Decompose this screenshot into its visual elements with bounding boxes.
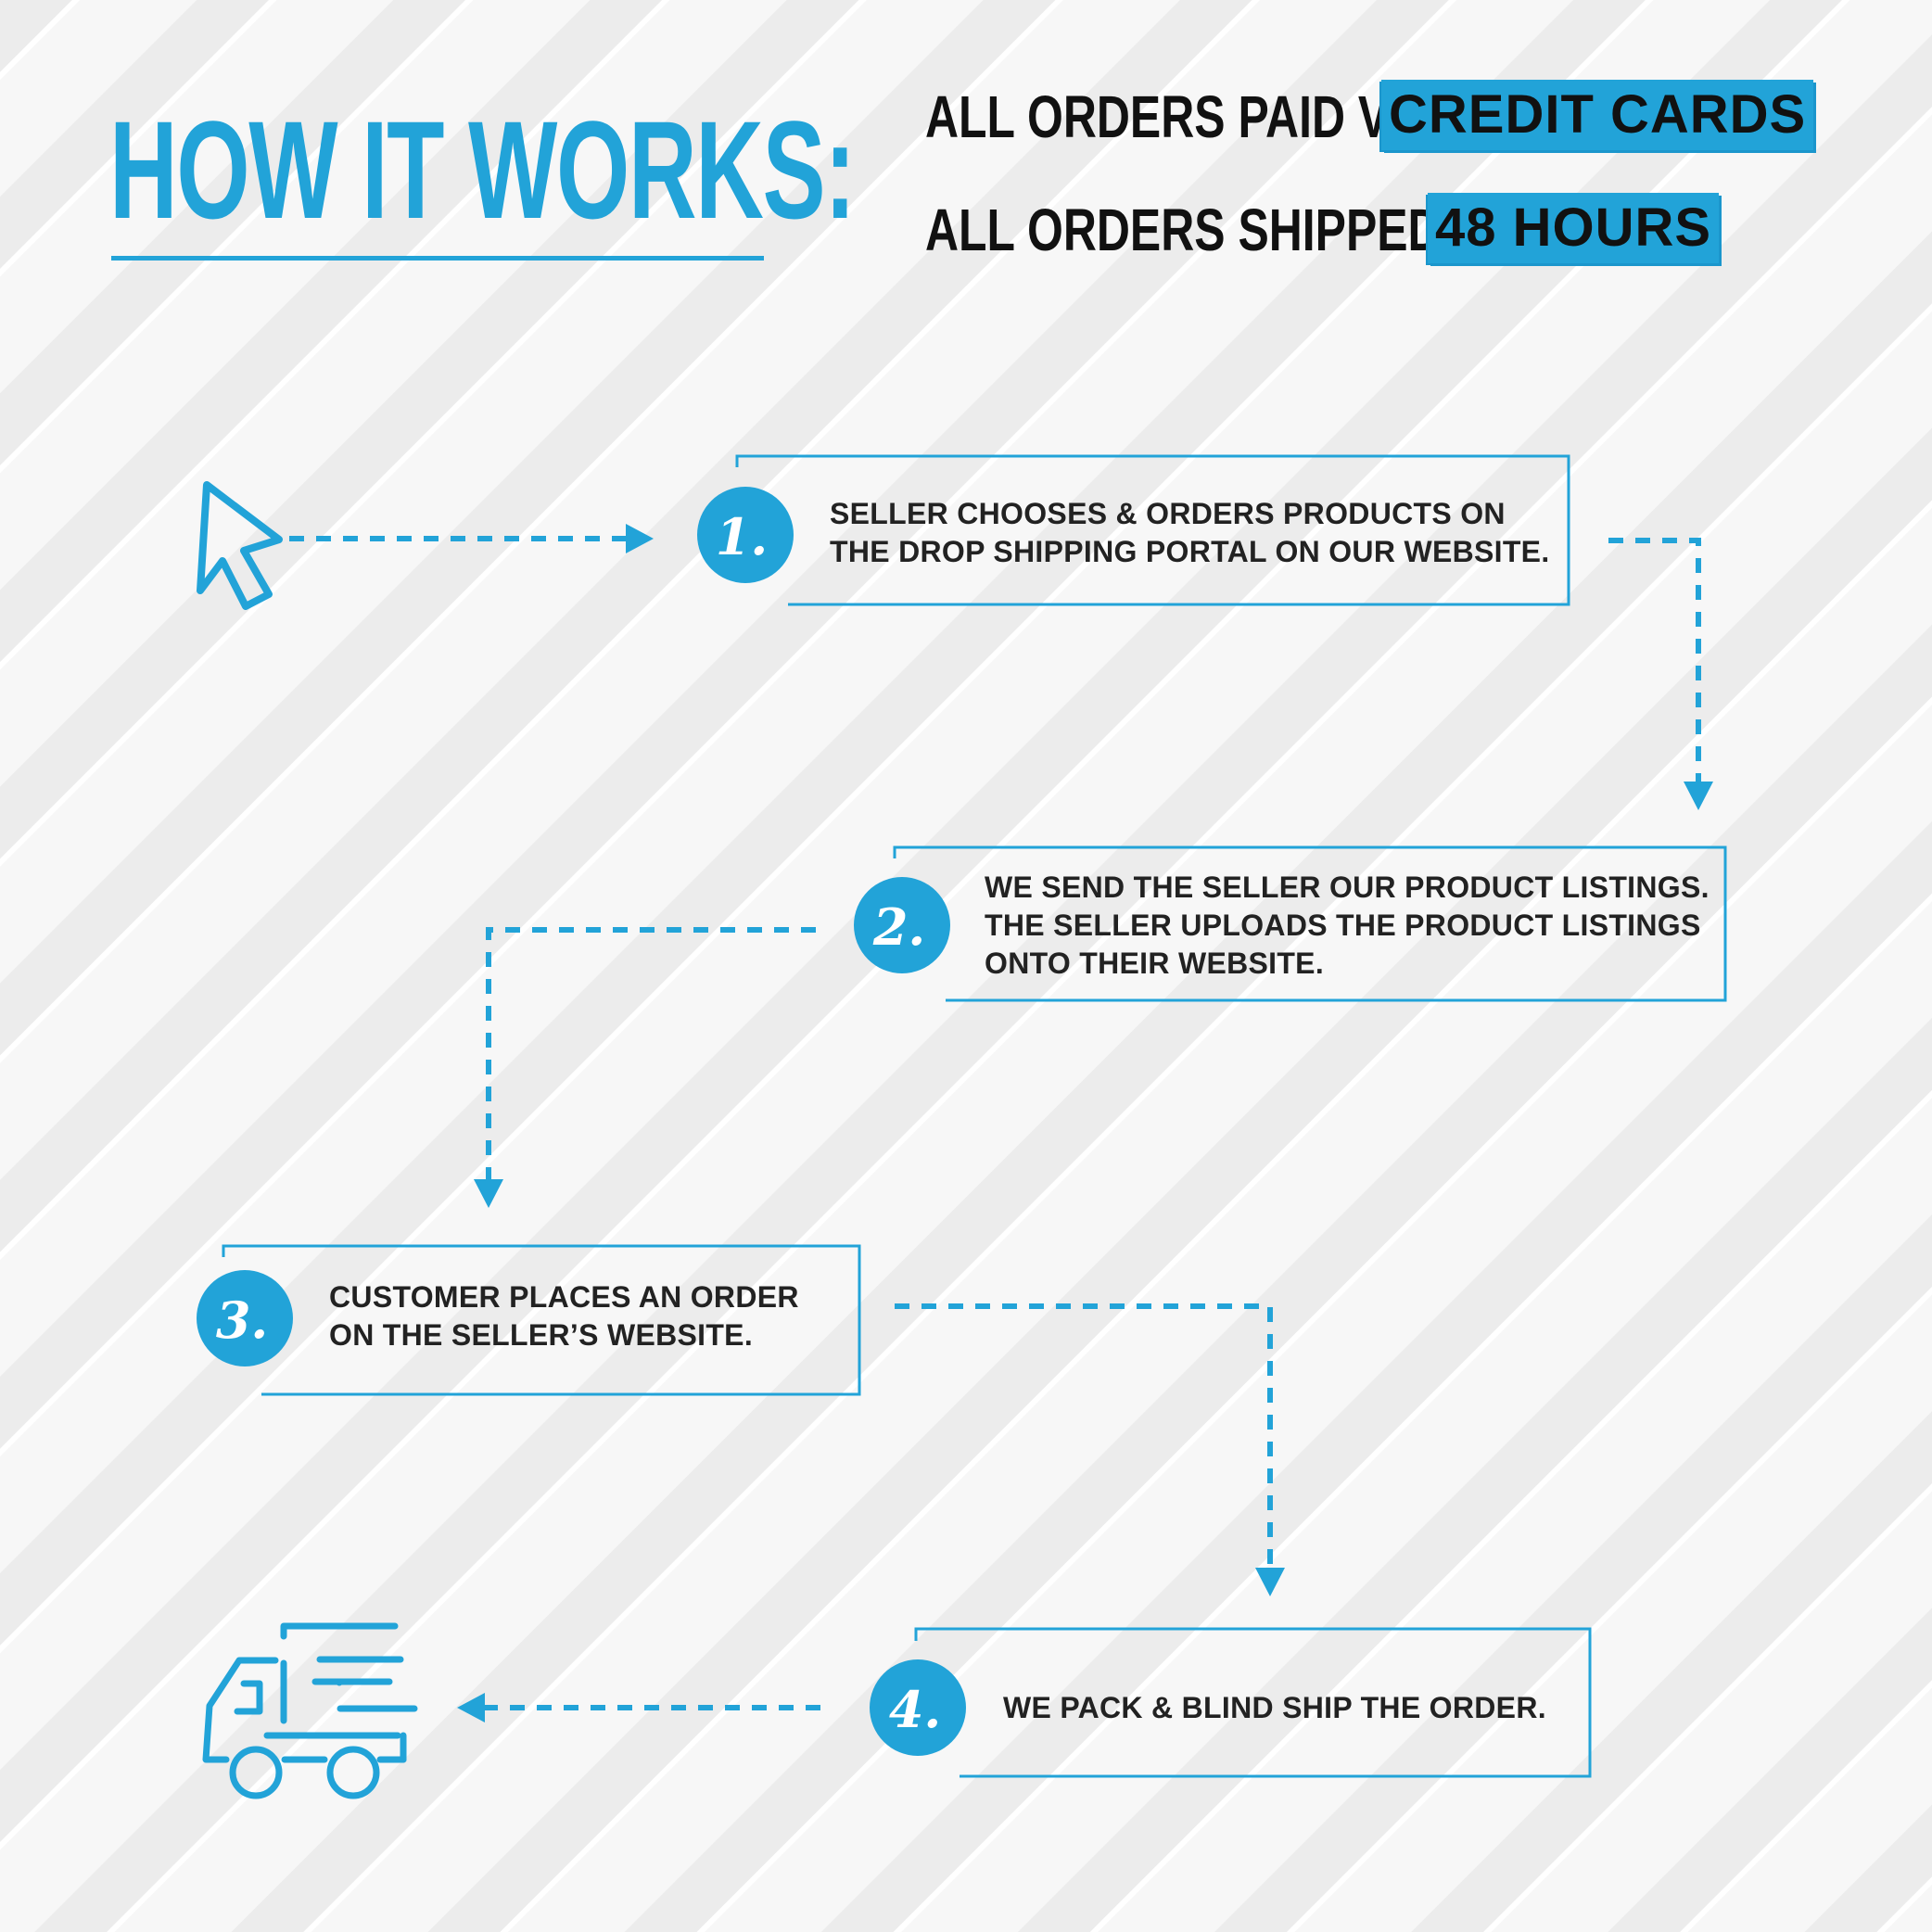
payment-label: ALL ORDERS PAID VIA: bbox=[925, 83, 1451, 150]
step-1-number: 1. bbox=[716, 507, 768, 566]
step-4-number: 4. bbox=[889, 1680, 941, 1739]
arrowhead-left bbox=[457, 1693, 485, 1722]
step-4-badge: 4. bbox=[870, 1659, 966, 1756]
connector-3-to-4 bbox=[895, 1303, 1273, 1567]
shipping-value-highlight: 48 HOURS bbox=[1428, 193, 1720, 263]
payment-value-highlight: CREDIT CARDS bbox=[1381, 80, 1814, 150]
connector-2-to-3 bbox=[486, 927, 816, 1179]
step-1-frame bbox=[735, 454, 1570, 606]
arrowhead-down bbox=[474, 1179, 503, 1208]
connector-1-to-2 bbox=[1608, 538, 1701, 788]
arrowhead-down bbox=[1255, 1568, 1285, 1596]
page-title: HOW IT WORKS: bbox=[109, 92, 856, 248]
step-3-badge: 3. bbox=[197, 1270, 293, 1366]
payment-info: ALL ORDERS PAID VIA: CREDIT CARDS bbox=[925, 80, 1814, 154]
step-2-text: WE SEND THE SELLER OUR PRODUCT LISTINGS.… bbox=[985, 871, 1710, 980]
cursor-arrow-icon bbox=[197, 481, 283, 610]
step-4-text: WE PACK & BLIND SHIP THE ORDER. bbox=[1003, 1691, 1546, 1724]
step-4-frame bbox=[914, 1627, 1592, 1778]
step-2-frame bbox=[893, 845, 1727, 1002]
step-1-badge: 1. bbox=[697, 487, 794, 583]
arrowhead-right bbox=[626, 524, 654, 553]
step-3-text: CUSTOMER PLACES AN ORDER ON THE SELLER’S… bbox=[329, 1280, 799, 1352]
arrowhead-down bbox=[1684, 782, 1713, 810]
title-underline bbox=[111, 256, 764, 261]
step-2-number: 2. bbox=[872, 897, 925, 957]
shipping-label: ALL ORDERS SHIPPED IN: bbox=[925, 197, 1517, 263]
step-3-frame bbox=[222, 1244, 861, 1396]
step-3-number: 3. bbox=[216, 1290, 268, 1350]
delivery-truck-icon bbox=[202, 1622, 418, 1799]
step-2-badge: 2. bbox=[854, 877, 950, 973]
shipping-info: ALL ORDERS SHIPPED IN: 48 HOURS bbox=[925, 193, 1720, 267]
step-1-text: SELLER CHOOSES & ORDERS PRODUCTS ON THE … bbox=[830, 497, 1550, 568]
